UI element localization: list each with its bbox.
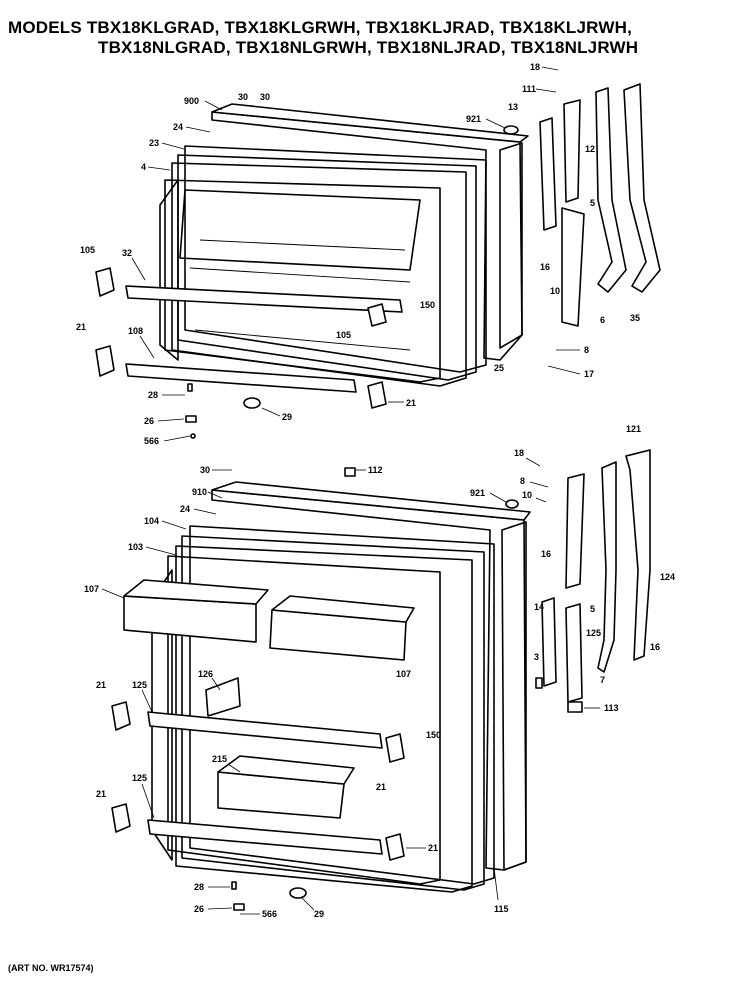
part-label-17: 17 <box>584 369 594 379</box>
part-label-125b: 125 <box>132 680 147 690</box>
part-label-21b-ff: 21 <box>376 782 386 792</box>
part-label-28-ff: 28 <box>194 882 204 892</box>
fresh-food-door-assembly <box>111 449 651 911</box>
part-label-107a: 107 <box>84 584 99 594</box>
part-label-5: 5 <box>590 198 595 208</box>
part-label-6: 6 <box>600 315 605 325</box>
part-label-32: 32 <box>122 248 132 258</box>
part-label-28: 28 <box>148 390 158 400</box>
part-label-30b: 30 <box>260 92 270 102</box>
part-label-104: 104 <box>144 516 159 526</box>
art-number: (ART NO. WR17574) <box>8 963 94 973</box>
part-label-112: 112 <box>368 465 383 475</box>
part-label-910: 910 <box>192 487 207 497</box>
part-label-111: 111 <box>522 84 536 94</box>
part-label-113: 113 <box>604 703 619 713</box>
part-label-3: 3 <box>534 652 539 662</box>
part-label-18: 18 <box>530 62 540 72</box>
part-label-12: 12 <box>585 144 595 154</box>
part-label-21b: 21 <box>406 398 416 408</box>
part-label-900: 900 <box>184 96 199 106</box>
part-label-21a-ff: 21 <box>96 680 106 690</box>
part-label-103: 103 <box>128 542 143 552</box>
part-label-5-ff: 5 <box>590 604 595 614</box>
part-label-16: 16 <box>540 262 550 272</box>
part-label-18-ff: 18 <box>514 448 524 458</box>
part-label-105a: 105 <box>80 245 95 255</box>
part-label-21c-ff: 21 <box>96 789 106 799</box>
part-label-215: 215 <box>212 754 227 764</box>
part-label-125c: 125 <box>132 773 147 783</box>
part-label-30: 30 <box>238 92 248 102</box>
part-label-126: 126 <box>198 669 213 679</box>
part-label-24-ff: 24 <box>180 504 190 514</box>
freezer-part-labels: 900 30 30 24 23 4 921 13 18 111 12 105 3… <box>76 62 640 446</box>
part-label-7: 7 <box>600 675 605 685</box>
part-label-150-ff: 150 <box>426 730 441 740</box>
part-label-124: 124 <box>660 572 675 582</box>
part-label-16a: 16 <box>541 549 551 559</box>
part-label-26: 26 <box>144 416 154 426</box>
fresh-food-part-labels: 30 112 910 24 104 103 107 107 921 18 8 1… <box>84 424 675 919</box>
part-label-105b: 105 <box>336 330 351 340</box>
part-label-23: 23 <box>149 138 159 148</box>
part-label-10: 10 <box>550 286 560 296</box>
part-label-29-ff: 29 <box>314 909 324 919</box>
part-label-24: 24 <box>173 122 183 132</box>
part-label-35: 35 <box>630 313 640 323</box>
part-label-121: 121 <box>626 424 641 434</box>
part-label-108: 108 <box>128 326 143 336</box>
freezer-door-assembly <box>95 83 661 439</box>
part-label-4: 4 <box>141 162 146 172</box>
part-label-16b: 16 <box>650 642 660 652</box>
part-label-115: 115 <box>494 904 509 914</box>
part-label-13: 13 <box>508 102 518 112</box>
part-label-150: 150 <box>420 300 435 310</box>
part-label-107b: 107 <box>396 669 411 679</box>
part-label-566-ff: 566 <box>262 909 277 919</box>
part-label-10-ff: 10 <box>522 490 532 500</box>
part-label-921: 921 <box>466 114 481 124</box>
part-label-21d-ff: 21 <box>428 843 438 853</box>
part-label-21a: 21 <box>76 322 86 332</box>
models-title-line-1: MODELS TBX18KLGRAD, TBX18KLGRWH, TBX18KL… <box>8 18 632 37</box>
part-label-26-ff: 26 <box>194 904 204 914</box>
part-label-29: 29 <box>282 412 292 422</box>
part-label-921-ff: 921 <box>470 488 485 498</box>
part-label-8: 8 <box>584 345 589 355</box>
models-title-line-2: TBX18NLGRAD, TBX18NLGRWH, TBX18NLJRAD, T… <box>98 38 639 57</box>
part-label-566: 566 <box>144 436 159 446</box>
part-label-14: 14 <box>534 602 544 612</box>
part-label-30-ff: 30 <box>200 465 210 475</box>
part-label-8-ff: 8 <box>520 476 525 486</box>
part-label-25: 25 <box>494 363 504 373</box>
part-label-125a: 125 <box>586 628 601 638</box>
